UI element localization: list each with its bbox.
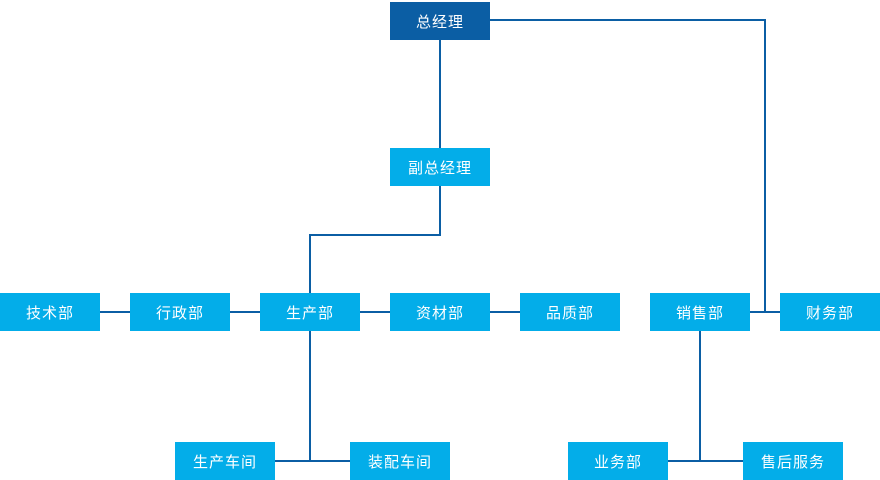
node-business-dept[interactable]: 业务部 [568, 442, 668, 480]
node-label: 技术部 [25, 303, 74, 322]
connector-tech-to-admin-horizontal [100, 311, 130, 313]
connector-deputy-elbow-horizontal [309, 234, 441, 236]
node-finance-dept[interactable]: 财务部 [780, 293, 880, 331]
connector-sales-to-finance-horizontal [750, 311, 780, 313]
node-label: 副总经理 [407, 158, 472, 177]
node-label: 生产部 [285, 303, 334, 322]
connector-shops-horizontal [275, 460, 350, 462]
node-label: 业务部 [593, 452, 642, 471]
connector-subs-horizontal [668, 460, 743, 462]
node-label: 行政部 [155, 303, 204, 322]
connector-gm-right-horizontal [490, 19, 766, 21]
node-aftersales-service[interactable]: 售后服务 [743, 442, 843, 480]
connector-production-to-shops-vertical [309, 331, 311, 461]
node-label: 装配车间 [367, 452, 432, 471]
node-admin-dept[interactable]: 行政部 [130, 293, 230, 331]
connector-deputy-down-vertical [439, 186, 441, 236]
node-tech-dept[interactable]: 技术部 [0, 293, 100, 331]
node-general-manager[interactable]: 总经理 [390, 2, 490, 40]
node-quality-dept[interactable]: 品质部 [520, 293, 620, 331]
node-label: 财务部 [805, 303, 854, 322]
node-label: 总经理 [415, 12, 464, 31]
node-label: 售后服务 [760, 452, 825, 471]
connector-sales-to-subs-vertical [699, 331, 701, 461]
node-materials-dept[interactable]: 资材部 [390, 293, 490, 331]
connector-gm-to-deputy-vertical [439, 40, 441, 148]
connector-materials-to-quality-horizontal [490, 311, 520, 313]
node-production-dept[interactable]: 生产部 [260, 293, 360, 331]
connector-deputy-to-production-vertical [309, 234, 311, 294]
node-assembly-shop[interactable]: 装配车间 [350, 442, 450, 480]
node-label: 资材部 [415, 303, 464, 322]
node-deputy-gm[interactable]: 副总经理 [390, 148, 490, 186]
node-label: 品质部 [545, 303, 594, 322]
connector-production-to-materials-horizontal [360, 311, 390, 313]
connector-admin-to-production-horizontal [230, 311, 260, 313]
connector-gm-to-finance-vertical [764, 19, 766, 312]
node-production-shop[interactable]: 生产车间 [175, 442, 275, 480]
node-label: 销售部 [675, 303, 724, 322]
node-sales-dept[interactable]: 销售部 [650, 293, 750, 331]
node-label: 生产车间 [192, 452, 257, 471]
